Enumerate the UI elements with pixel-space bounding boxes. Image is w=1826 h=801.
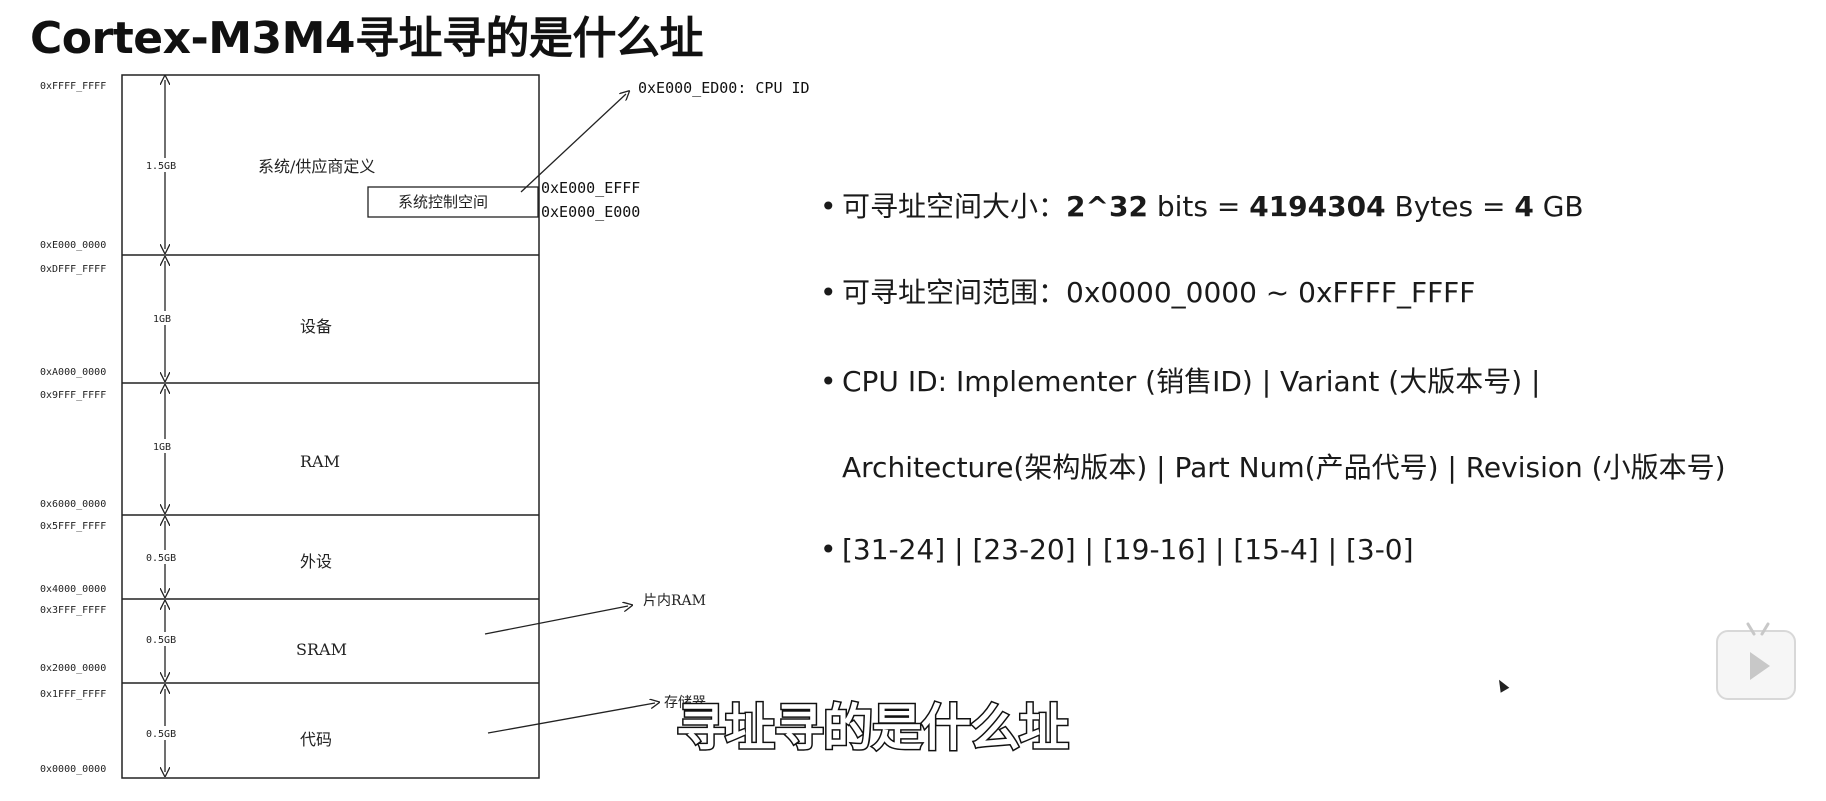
code-note: 存储器 [664, 695, 706, 711]
sram-arrow [484, 606, 628, 635]
scs-end-addr: 0xE000_EFFF [541, 179, 640, 197]
bullet-text: 可寻址空间范围：0x0000_0000 ~ 0xFFFF_FFFF [842, 276, 1476, 309]
scs-box-label: 系统控制空间 [398, 193, 488, 211]
region-label-code: 代码 [300, 730, 332, 749]
region-label-sram: SRAM [296, 640, 347, 659]
bullet-text: GB [1533, 190, 1584, 223]
sram-note: 片内RAM [643, 593, 706, 609]
region-label-system: 系统/供应商定义 [258, 157, 375, 176]
bullet-dot: • [820, 533, 837, 566]
video-subtitle: 寻址寻的是什么址 [675, 698, 1071, 759]
bullet-bold: 4194304 [1249, 190, 1386, 223]
size-label: 1.5GB [146, 161, 176, 172]
region-label-ram: RAM [300, 452, 340, 471]
bullet-cpuid-cont: Architecture(架构版本) | Part Num(产品代号) | Re… [842, 451, 1726, 484]
tv-antenna-icon [1746, 622, 1770, 636]
bullet-bold: 4 [1514, 190, 1534, 223]
code-arrow [487, 703, 655, 734]
addr-bottom-6: 0x0000_0000 [40, 764, 106, 775]
play-icon [1750, 652, 1770, 680]
bullet-address-size: •可寻址空间大小：2^32 bits = 4194304 Bytes = 4 G… [820, 185, 1584, 225]
addr-bottom-5: 0x2000_0000 [40, 663, 106, 674]
addr-top-2: 0xDFFF_FFFF [40, 264, 106, 275]
bullet-text: 可寻址空间大小： [842, 190, 1067, 223]
size-label: 0.5GB [146, 553, 176, 564]
bullet-dot: • [820, 190, 837, 223]
bullet-bitfields: •[31-24] | [23-20] | [19-16] | [15-4] | … [820, 533, 1414, 566]
bullet-dot: • [820, 365, 837, 398]
bullet-text: [31-24] | [23-20] | [19-16] | [15-4] | [… [842, 533, 1414, 566]
addr-top-1: 0xFFFF_FFFF [40, 81, 106, 92]
region-label-device: 设备 [300, 317, 332, 336]
cpuid-arrow [520, 94, 626, 193]
addr-bottom-2: 0xA000_0000 [40, 367, 106, 378]
slide-title: Cortex-M3M4寻址寻的是什么址 [30, 13, 704, 64]
addr-top-4: 0x5FFF_FFFF [40, 521, 106, 532]
scs-start-addr: 0xE000_E000 [541, 203, 640, 221]
addr-bottom-3: 0x6000_0000 [40, 499, 106, 510]
bullet-dot: • [820, 276, 837, 309]
size-label: 0.5GB [146, 729, 176, 740]
memory-map-diagram: 0xFFFF_FFFF 0xE000_0000 0xDFFF_FFFF 0xA0… [40, 74, 810, 779]
addr-bottom-4: 0x4000_0000 [40, 584, 106, 595]
play-button[interactable] [1716, 622, 1796, 700]
bullet-bold: 2^32 [1066, 190, 1148, 223]
addr-top-3: 0x9FFF_FFFF [40, 390, 106, 401]
cpuid-callout: 0xE000_ED00: CPU ID [638, 79, 810, 97]
size-label: 1GB [153, 442, 171, 453]
mouse-cursor-icon [1494, 677, 1510, 693]
scs-box [367, 186, 539, 218]
bullet-text: bits = [1147, 190, 1250, 223]
addr-top-5: 0x3FFF_FFFF [40, 605, 106, 616]
bullet-text: CPU ID: Implementer (销售ID) | Variant (大版… [842, 365, 1541, 398]
size-label: 0.5GB [146, 635, 176, 646]
region-label-peripheral: 外设 [300, 552, 332, 571]
size-label: 1GB [153, 314, 171, 325]
memory-map-frame [121, 74, 540, 779]
addr-bottom-1: 0xE000_0000 [40, 240, 106, 251]
bullet-address-range: •可寻址空间范围：0x0000_0000 ~ 0xFFFF_FFFF [820, 271, 1475, 311]
bullet-text: Bytes = [1385, 190, 1515, 223]
addr-top-6: 0x1FFF_FFFF [40, 689, 106, 700]
bullet-cpuid: •CPU ID: Implementer (销售ID) | Variant (大… [820, 360, 1540, 400]
